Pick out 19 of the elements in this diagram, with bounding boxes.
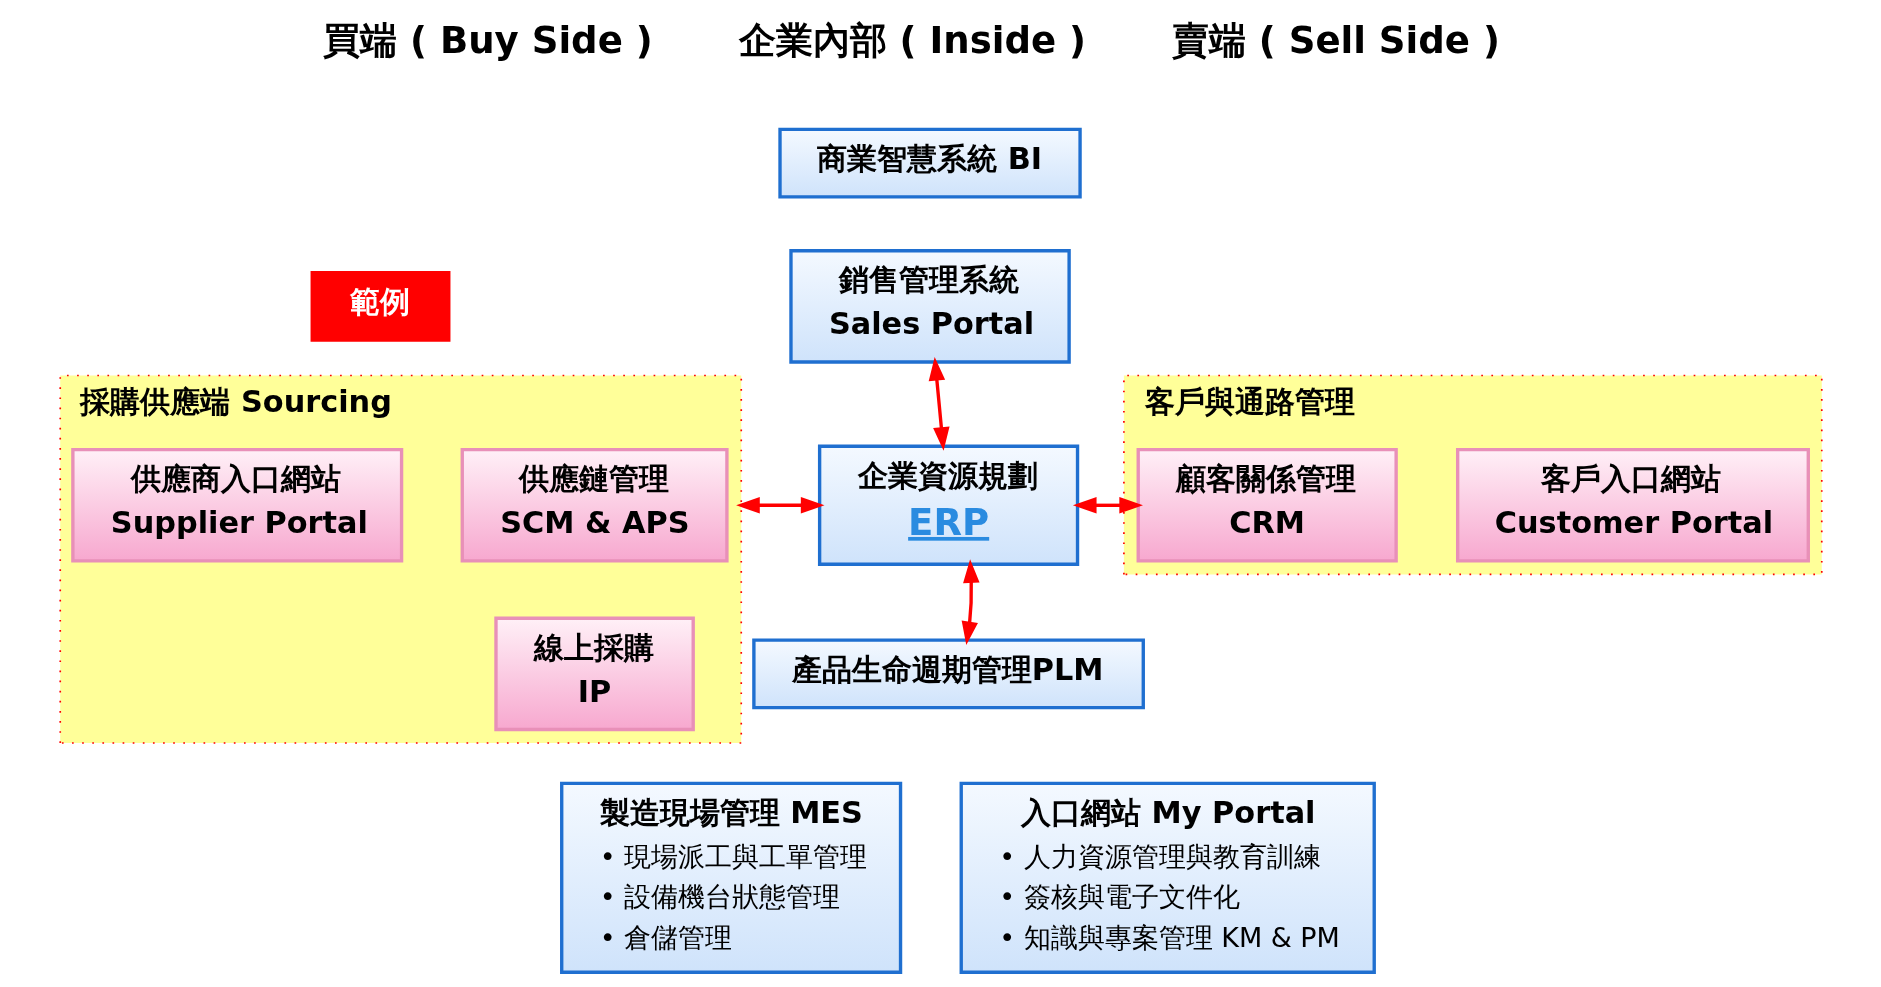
arrow: [961, 559, 980, 646]
node-box: 商業智慧系統 BI: [777, 127, 1082, 199]
node-box: 入口網站 My Portal • 人力資源管理與教育訓練 • 簽核與電子文件化 • 知識與專案管理 KM & PM: [959, 781, 1376, 974]
node-box: 產品生命週期管理PLM: [751, 638, 1145, 710]
arrow: [735, 497, 824, 514]
node-box: 範例: [310, 271, 450, 342]
label: 賣端 ( Sell Side ): [1171, 18, 1500, 62]
node-box: 顧客關係管理 CRM: [1136, 448, 1398, 563]
arrow: [1072, 497, 1143, 514]
label: 買端 ( Buy Side ): [322, 18, 653, 62]
node-box: 線上採購 IP: [493, 616, 695, 732]
node-box: 銷售管理系統 Sales Portal: [788, 249, 1071, 364]
node-box: 客戶入口網站 Customer Portal: [1455, 448, 1810, 563]
arrow: [928, 356, 950, 451]
node-box: 供應鏈管理 SCM & APS: [460, 448, 729, 563]
node-box: 供應商入口網站 Supplier Portal: [70, 448, 403, 563]
node-box: 製造現場管理 MES • 現場派工與工單管理 • 設備機台狀態管理 • 倉儲管理: [559, 781, 902, 974]
label: 企業內部 ( Inside ): [738, 18, 1086, 62]
node-box: 企業資源規劃 ERP: [817, 444, 1079, 566]
